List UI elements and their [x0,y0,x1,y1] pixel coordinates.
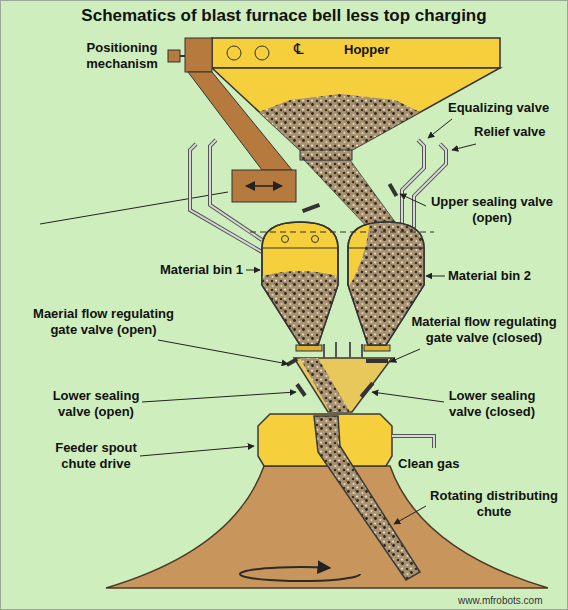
part-label: Lower sealing valve (closed) [440,388,544,420]
relief-pipe [190,144,262,252]
part-label: Clean gas [398,456,459,472]
bin-port [282,236,289,243]
furnace-top-cone [106,466,548,588]
part-label: Relief valve [474,124,546,140]
leader-line [140,446,254,456]
label-slot: Lower sealing valve (closed) [440,388,544,420]
diagram-title: Schematics of blast furnace bell less to… [4,5,564,26]
hopper-port [227,46,241,60]
part-label: Feeder spout chute drive [46,440,146,472]
neck-flange [364,345,390,351]
bin-port [312,236,319,243]
label-slot: Hopper [344,42,390,58]
relief-pipe-bore [190,144,262,252]
leader-line [452,144,476,150]
lower-sealing-valve-open [295,383,306,397]
watermark: www.mfrobots.com [458,594,542,607]
hopper-neck [300,150,352,160]
label-slot: Relief valve [474,124,546,140]
label-slot: Maerial flow regulating gate valve (open… [26,306,181,338]
part-label: Material flow regulating gate valve (clo… [404,314,564,346]
positioning-rod [180,55,185,57]
actuator-rod [361,344,363,358]
leader-line [158,340,288,364]
label-slot: Feeder spout chute drive [46,440,146,472]
bin-material [250,271,350,360]
part-label: Maerial flow regulating gate valve (open… [26,306,181,338]
leader-line [394,506,426,524]
selector-flap-box [232,170,296,202]
part-label: Material bin 2 [448,268,531,284]
label-slot: Material bin 1 [160,262,243,278]
label-slot: Positioning mechanism [78,40,166,72]
hopper-port [255,46,269,60]
relief-pipe [414,144,446,228]
clean-gas-pipe-bore [392,436,434,448]
label-slot: Material bin 2 [448,268,531,284]
neck-flange [296,345,322,351]
upper-sealing-valve-open [388,183,398,197]
label-slot: Lower sealing valve (open) [44,388,148,420]
label-slot: Clean gas [398,456,459,472]
part-label: Positioning mechanism [78,40,166,72]
gate-valve-closed [366,359,388,363]
material-stream [304,160,398,230]
part-label: Upper sealing valve (open) [424,194,560,226]
material-bin-outline [262,222,338,345]
gate-valve-open [286,357,298,366]
part-label: Hopper [344,42,390,58]
leader-line [40,192,228,224]
label-slot: www.mfrobots.com [458,594,542,607]
centerline-symbol: ℄ [294,40,304,59]
actuator-rod [323,344,325,358]
label-slot: Equalizing valve [448,100,549,116]
bin-material [340,215,440,360]
positioning-cylinder [168,50,180,62]
hopper-top [212,38,500,68]
flap-motion-arrow [246,185,282,187]
rotating-chute [314,416,420,580]
leader-line [372,392,444,402]
leader-line [142,392,296,402]
label-slot: ℄ [294,40,304,59]
leader-line [428,119,452,138]
part-label: Equalizing valve [448,100,549,116]
lower-valve-box [294,358,392,412]
label-slot: Upper sealing valve (open) [424,194,560,226]
relief-pipe-bore [414,144,446,228]
label-slot: Schematics of blast furnace bell less to… [4,5,564,26]
leader-line [400,194,426,206]
actuator-rod [335,342,337,358]
rotation-arrow [240,567,360,581]
label-slot: Rotating distributing chute [428,488,560,520]
upper-sealing-valve-closed [302,203,320,213]
positioning-mechanism [185,38,212,72]
selector-chute [188,72,292,170]
material-stream [300,358,350,412]
label-slot: Material flow regulating gate valve (clo… [404,314,564,346]
part-label: Rotating distributing chute [428,488,560,520]
hopper-material [259,94,420,150]
leader-line [246,270,260,271]
part-label: Lower sealing valve (open) [44,388,148,420]
leader-line [390,349,420,362]
leader-line [426,276,445,277]
bin-seam [262,248,338,249]
lower-sealing-valve-closed [360,382,375,398]
part-label: Material bin 1 [160,262,243,278]
bin-seam [348,248,424,249]
actuator-rod [349,342,351,358]
clean-gas-pipe [392,436,434,448]
dashed-level-line [250,232,434,233]
